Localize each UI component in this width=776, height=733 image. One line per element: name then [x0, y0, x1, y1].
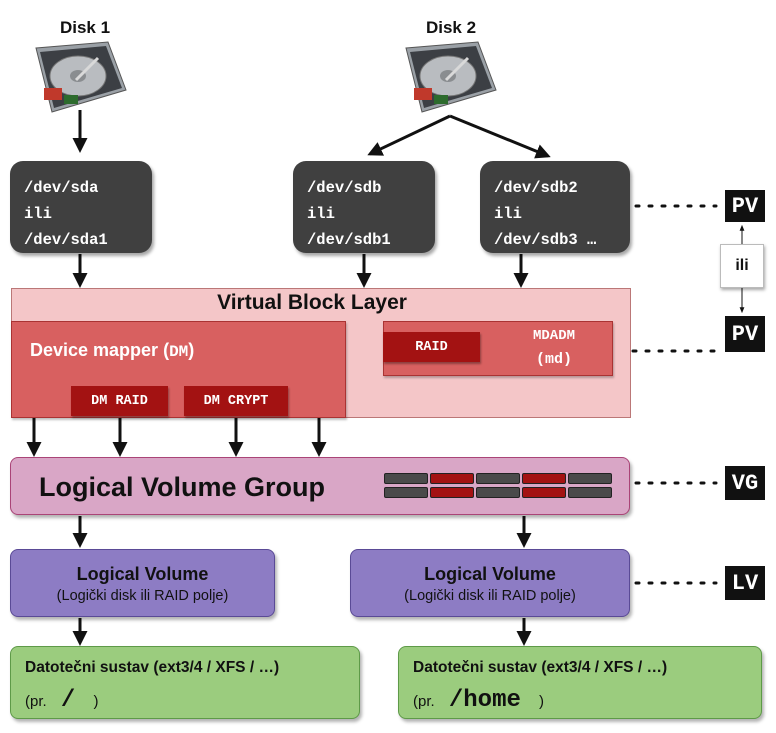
filesystem-1: Datotečni sustav (ext3/4 / XFS / …) (pr.… — [10, 646, 360, 719]
logical-volume-group-title: Logical Volume Group — [39, 472, 326, 502]
extent — [430, 473, 474, 484]
extent — [568, 473, 612, 484]
logical-volume-title: Logical Volume — [76, 564, 209, 584]
extent — [384, 487, 428, 498]
device-box-sda: /dev/sda ili /dev/sda1 — [10, 161, 152, 253]
example-prefix: (pr. — [413, 693, 435, 710]
hard-disk-icon — [405, 41, 497, 113]
dm-raid-tag: DM RAID — [71, 386, 168, 416]
logical-volume-subtitle: (Logički disk ili RAID polje) — [56, 588, 229, 604]
example-prefix: (pr. — [25, 693, 47, 710]
filesystem-2: Datotečni sustav (ext3/4 / XFS / …) (pr.… — [398, 646, 762, 719]
filesystem-example: (pr. / ) — [25, 687, 98, 714]
disk-1-title: Disk 1 — [59, 18, 111, 37]
device-line: /dev/sdb2 — [494, 179, 578, 197]
vg-tag: VG — [725, 466, 765, 500]
device-box-sdb2: /dev/sdb2 ili /dev/sdb3 … — [480, 161, 630, 253]
extent — [476, 473, 520, 484]
example-suffix: ) — [93, 693, 99, 710]
mdadm-label: MDADM — [532, 328, 575, 344]
logical-volume-1: Logical Volume (Logički disk ili RAID po… — [10, 549, 275, 617]
device-mapper-title-prefix: Device mapper ( — [30, 340, 170, 360]
device-line: /dev/sdb3 … — [494, 231, 597, 249]
pv-tag-bottom: PV — [725, 316, 765, 352]
device-line: /dev/sda — [24, 179, 99, 197]
device-mapper: Device mapper (DM) — [11, 321, 346, 418]
extent — [568, 487, 612, 498]
logical-volume-2: Logical Volume (Logički disk ili RAID po… — [350, 549, 630, 617]
device-line: ili — [307, 205, 335, 223]
device-mapper-title-suffix: ) — [188, 340, 195, 360]
filesystem-title: Datotečni sustav (ext3/4 / XFS / …) — [413, 659, 668, 676]
md-label: (md) — [535, 351, 572, 368]
hard-disk-icon — [35, 41, 127, 113]
filesystem-example: (pr. /home ) — [413, 687, 544, 714]
ili-box: ili — [720, 244, 764, 288]
arrow-disk2-sdb2 — [449, 114, 551, 159]
mount-path: / — [60, 687, 76, 714]
example-suffix: ) — [539, 693, 545, 710]
extent — [522, 487, 566, 498]
dm-crypt-tag: DM CRYPT — [184, 386, 288, 416]
extent — [476, 487, 520, 498]
device-mapper-title: Device mapper (DM) — [30, 340, 194, 361]
lv-tag: LV — [725, 566, 765, 600]
device-line: /dev/sdb — [307, 179, 382, 197]
device-line: ili — [494, 205, 522, 223]
logical-volume-subtitle: (Logički disk ili RAID polje) — [404, 588, 576, 604]
disk-2-title: Disk 2 — [425, 18, 477, 37]
raid-tag: RAID — [383, 332, 480, 362]
extent — [430, 487, 474, 498]
logical-volume-title: Logical Volume — [424, 564, 556, 584]
device-mapper-title-code: DM — [169, 343, 189, 361]
device-line: /dev/sdb1 — [307, 231, 391, 249]
device-line: /dev/sda1 — [24, 231, 108, 249]
extent — [384, 473, 428, 484]
extent — [522, 473, 566, 484]
device-box-sdb: /dev/sdb ili /dev/sdb1 — [293, 161, 435, 253]
logical-volume-group: Logical Volume Group — [10, 457, 630, 515]
filesystem-title: Datotečni sustav (ext3/4 / XFS / …) — [25, 659, 280, 676]
device-line: ili — [24, 205, 52, 223]
mount-path: /home — [448, 687, 521, 714]
arrow-disk2-sdb — [367, 114, 451, 156]
pv-tag-top: PV — [725, 190, 765, 222]
virtual-block-layer-title: Virtual Block Layer — [217, 291, 407, 314]
